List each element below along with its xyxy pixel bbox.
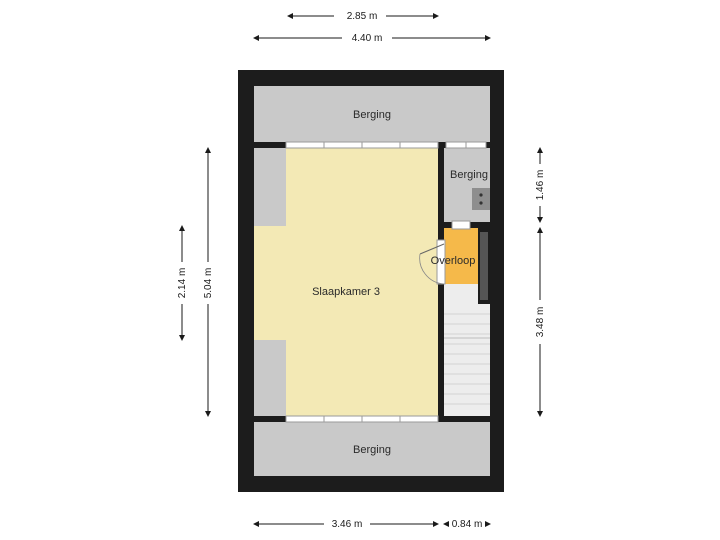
svg-text:2.14 m: 2.14 m [177,268,188,299]
dimension-right-top: 1.46 m [535,147,546,223]
svg-text:0.84 m: 0.84 m [452,519,483,530]
skylight-bottom [285,415,439,423]
label-berging-top: Berging [353,109,391,121]
room-berging-bottom [254,422,490,476]
room-overloop [444,228,478,284]
appliance-box [472,188,490,210]
svg-text:5.04 m: 5.04 m [203,268,214,299]
svg-text:1.46 m: 1.46 m [535,170,546,201]
svg-text:4.40 m: 4.40 m [352,33,383,44]
label-slaapkamer: Slaapkamer 3 [312,286,380,298]
stairs [444,304,490,416]
skylight-top [285,141,439,149]
dimension-top-inner: 2.85 m [287,11,439,22]
stair-void-inner [480,232,488,300]
dimension-right-bottom: 3.48 m [535,227,546,417]
dimension-bottom-right: 0.84 m [443,519,491,530]
svg-text:3.48 m: 3.48 m [535,307,546,338]
appliance-dot [479,201,483,205]
door-threshold-landing [451,220,471,230]
room-berging-top [254,86,490,142]
landing-floor [444,284,478,304]
appliance-dot [479,193,483,197]
label-berging-bottom: Berging [353,444,391,456]
door-right-storage [445,141,487,149]
dimension-left-outer: 5.04 m [203,147,214,417]
svg-text:3.46 m: 3.46 m [332,519,363,530]
knee-wall-storage-bottom [254,340,286,416]
label-berging-right: Berging [450,169,488,181]
dimension-bottom-left: 3.46 m [253,519,439,530]
door-bedroom [419,239,446,285]
room-berging-right [444,148,490,222]
knee-wall-storage-top [254,148,286,226]
svg-text:2.85 m: 2.85 m [347,11,378,22]
dimension-left-inner: 2.14 m [177,225,188,341]
label-overloop: Overloop [431,255,476,267]
dimension-top-outer: 4.40 m [253,33,491,44]
